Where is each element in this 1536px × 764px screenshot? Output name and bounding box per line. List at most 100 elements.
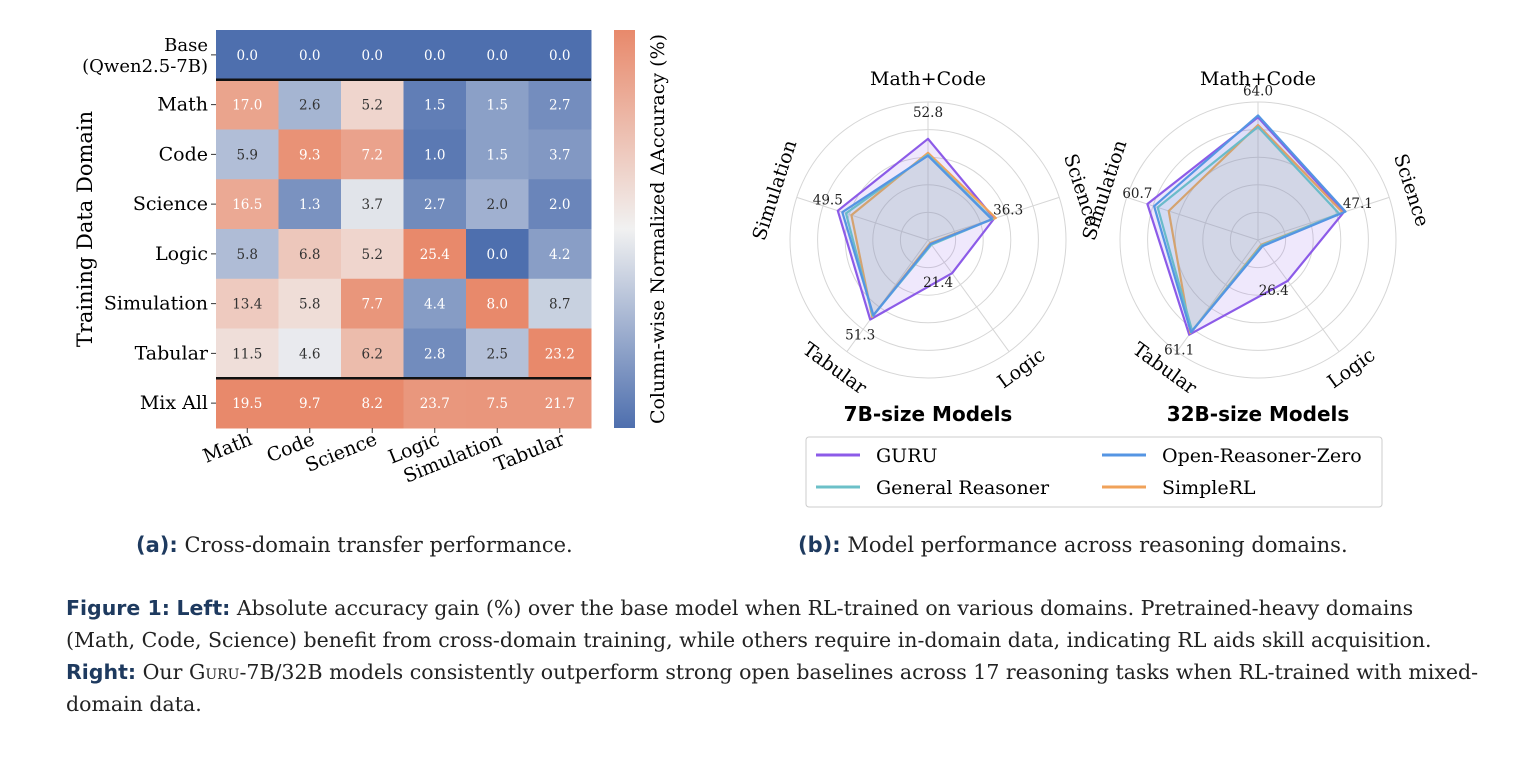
heatmap-cell-value: 8.2 <box>362 396 383 412</box>
heatmap-cell <box>341 129 404 180</box>
heatmap-cell-value: 23.7 <box>420 396 450 412</box>
heatmap-cell-value: 9.7 <box>299 396 320 412</box>
radar-point-label: 47.1 <box>1343 196 1373 212</box>
heatmap-cell <box>216 328 279 379</box>
radar-axis-label: Simulation <box>748 137 801 243</box>
heatmap-cell <box>528 328 592 379</box>
radar-point-label: 60.7 <box>1122 186 1152 202</box>
heatmap-cell-value: 7.5 <box>487 396 508 412</box>
heatmap-cell <box>341 229 404 280</box>
heatmap-cell <box>403 179 467 230</box>
radar-spoke <box>1257 196 1390 241</box>
heatmap-cell <box>528 378 592 429</box>
heatmap-cell <box>341 328 404 379</box>
heatmap-cell-value: 2.7 <box>549 98 570 114</box>
caption-b: (b): Model performance across reasoning … <box>798 533 1348 557</box>
heatmap-cell <box>278 378 342 429</box>
heatmap-cell-value: 7.2 <box>362 147 383 163</box>
heatmap-cell-value: 1.3 <box>299 197 320 213</box>
colorbar-label: Column-wise Normalized ΔAccuracy (%) <box>647 34 669 424</box>
heatmap-cell <box>216 278 279 329</box>
heatmap-cell <box>403 278 467 329</box>
radar-point-label: 26.4 <box>1259 283 1289 299</box>
heatmap-cell-value: 7.7 <box>362 297 383 313</box>
heatmap-cell-value: 4.2 <box>549 247 570 263</box>
heatmap-cell-value: 0.0 <box>549 48 570 64</box>
radar-axis-label: Math+Code <box>1200 68 1316 90</box>
heatmap-cell-value: 6.2 <box>362 346 383 362</box>
row-label: Math <box>157 94 208 116</box>
radar-axis-label: Logic <box>1324 344 1380 393</box>
heatmap-cell <box>528 179 592 230</box>
row-label: Code <box>159 143 208 165</box>
heatmap-cell <box>216 79 279 130</box>
heatmap-cell <box>278 129 342 180</box>
legend-label: GURU <box>876 445 938 467</box>
radar-point-label: 51.3 <box>845 328 875 344</box>
legend-label: SimpleRL <box>1162 477 1256 499</box>
heatmap-cell-value: 0.0 <box>299 48 320 64</box>
heatmap-cell-value: 3.7 <box>549 147 570 163</box>
heatmap-cell <box>341 79 404 130</box>
heatmap-cell <box>403 378 467 429</box>
heatmap-cell <box>466 30 529 81</box>
heatmap-cell-value: 0.0 <box>424 48 445 64</box>
heatmap-cell-value: 0.0 <box>487 48 508 64</box>
heatmap-cell-value: 25.4 <box>420 247 450 263</box>
heatmap-cell-value: 0.0 <box>487 247 508 263</box>
heatmap-cell <box>466 79 529 130</box>
heatmap-cell-value: 2.8 <box>424 346 445 362</box>
heatmap-cell-value: 9.3 <box>299 147 320 163</box>
heatmap-cell-value: 2.5 <box>487 346 508 362</box>
radar-spoke <box>796 196 929 241</box>
row-label: Logic <box>155 243 208 265</box>
radar-32b-title: 32B-size Models <box>1167 402 1350 426</box>
heatmap-cell <box>216 229 279 280</box>
radar-chart-32b: 64.047.126.461.160.7Math+CodeScienceLogi… <box>1078 68 1433 400</box>
heatmap-cell-value: 16.5 <box>232 197 262 213</box>
heatmap-cell-value: 23.2 <box>545 346 575 362</box>
heatmap-cell-value: 6.8 <box>299 247 320 263</box>
heatmap-cell <box>216 30 279 81</box>
heatmap-cell-value: 11.5 <box>232 346 262 362</box>
radar-series-guru <box>1146 116 1346 336</box>
heatmap-cell-value: 0.0 <box>362 48 383 64</box>
radar-spoke <box>927 239 1010 352</box>
heatmap-cell <box>466 179 529 230</box>
heatmap-cell <box>528 79 592 130</box>
heatmap-cell <box>403 129 467 180</box>
radar-spoke <box>1257 239 1340 352</box>
heatmap-cell <box>341 378 404 429</box>
heatmap-cell-value: 13.4 <box>232 297 262 313</box>
heatmap-cell-value: 8.0 <box>487 297 508 313</box>
heatmap-cell <box>466 378 529 429</box>
row-sub-label: (Qwen2.5-7B) <box>82 56 208 77</box>
heatmap-cell-value: 5.9 <box>237 147 258 163</box>
heatmap-cell-value: 3.7 <box>362 197 383 213</box>
legend-label: General Reasoner <box>876 477 1050 499</box>
radar-series-open-reasoner-zero <box>841 154 993 317</box>
heatmap-cell <box>278 229 342 280</box>
heatmap-cell <box>341 30 404 81</box>
col-label: Science <box>302 428 380 477</box>
heatmap-cell-value: 1.5 <box>424 98 445 114</box>
row-label: Simulation <box>104 293 208 315</box>
radar-axis-label: Logic <box>994 344 1050 393</box>
heatmap-cell-value: 17.0 <box>232 98 262 114</box>
radar-point-label: 36.3 <box>993 203 1023 219</box>
heatmap-cell-value: 5.8 <box>299 297 320 313</box>
heatmap-cell <box>278 179 342 230</box>
heatmap-cell-value: 1.5 <box>487 147 508 163</box>
heatmap-cell-value: 8.7 <box>549 297 570 313</box>
heatmap-cell-value: 1.0 <box>424 147 445 163</box>
heatmap-cell <box>528 278 592 329</box>
col-label: Math <box>200 428 255 467</box>
row-label: Tabular <box>135 342 209 364</box>
heatmap-cell-value: 19.5 <box>232 396 262 412</box>
heatmap-cell <box>216 129 279 180</box>
radar-point-label: 61.1 <box>1164 343 1194 359</box>
heatmap-cell-value: 0.0 <box>237 48 258 64</box>
radar-point-label: 52.8 <box>913 105 943 121</box>
heatmap-cell <box>466 129 529 180</box>
